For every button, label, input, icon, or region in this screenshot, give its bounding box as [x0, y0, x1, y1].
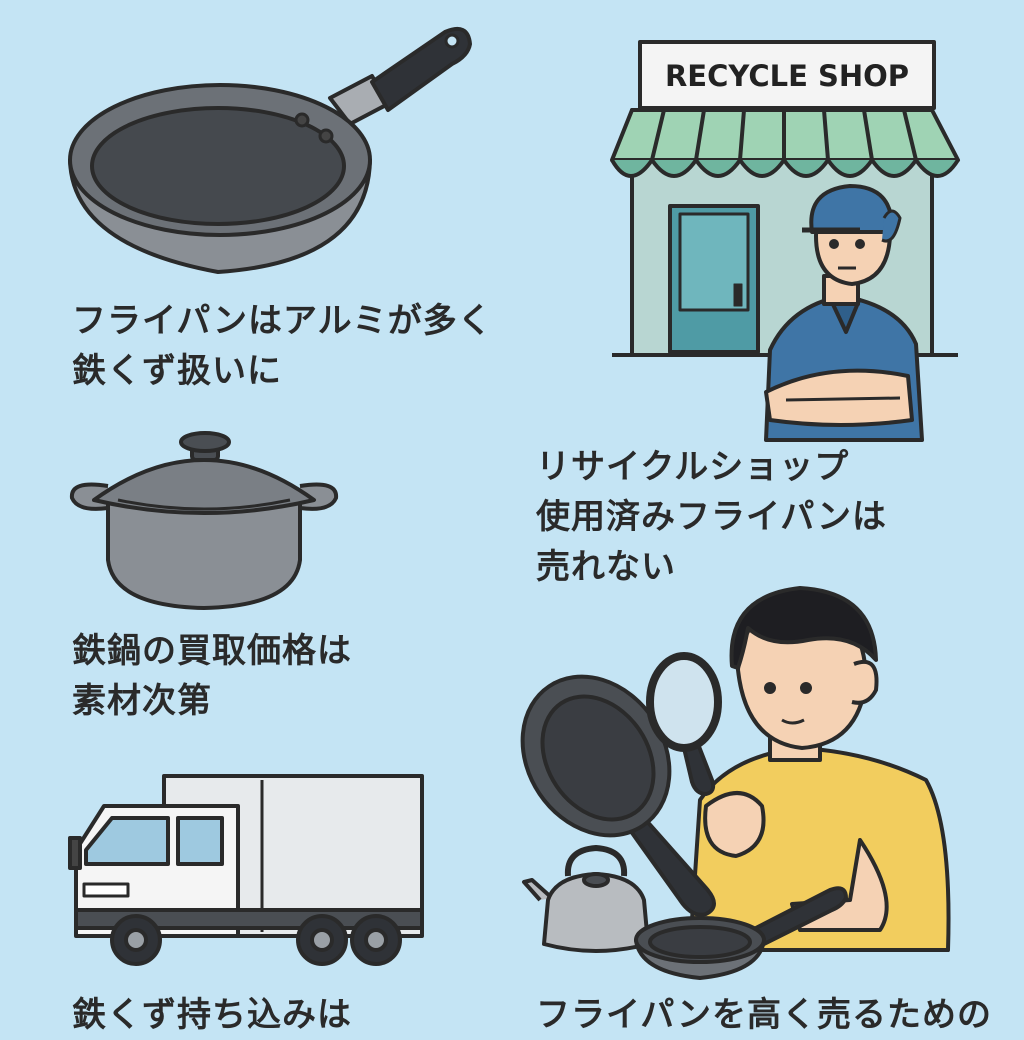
caption-line: 素材次第: [72, 681, 212, 721]
caption-frying-pan: フライパンはアルミが多く 鉄くず扱いに: [72, 296, 493, 396]
caption-line: フライパンを高く売るための: [536, 995, 993, 1035]
caption-recycle-shop: リサイクルショップ 使用済みフライパンは 売れない: [536, 442, 887, 592]
truck-icon: [68, 774, 424, 966]
man-inspecting-icon: [688, 586, 951, 952]
caption-line: 売れない: [536, 547, 676, 587]
caption-line: 使用済みフライパンは: [536, 497, 888, 537]
frying-pan-icon: [68, 27, 472, 274]
small-frying-pan-icon: [634, 886, 848, 980]
kettle-icon: [522, 845, 650, 953]
caption-line: フライパンはアルミが多く: [72, 301, 493, 341]
held-frying-pan-icon: [520, 674, 716, 917]
caption-selling-tips: フライパンを高く売るための: [536, 990, 992, 1040]
caption-iron-pot: 鉄鍋の買取価格は 素材次第: [72, 626, 352, 726]
caption-scrap-dropoff: 鉄くず持ち込みは: [72, 990, 352, 1040]
caption-line: 鉄くず扱いに: [72, 351, 282, 391]
caption-line: 鉄くず持ち込みは: [72, 995, 352, 1035]
caption-line: 鉄鍋の買取価格は: [72, 631, 352, 671]
magnifier-icon: [646, 652, 722, 796]
shop-clerk-icon: [764, 184, 924, 442]
caption-line: リサイクルショップ: [536, 447, 850, 487]
cooking-pot-icon: [69, 431, 339, 610]
shop-sign-text: RECYCLE SHOP: [665, 59, 909, 93]
